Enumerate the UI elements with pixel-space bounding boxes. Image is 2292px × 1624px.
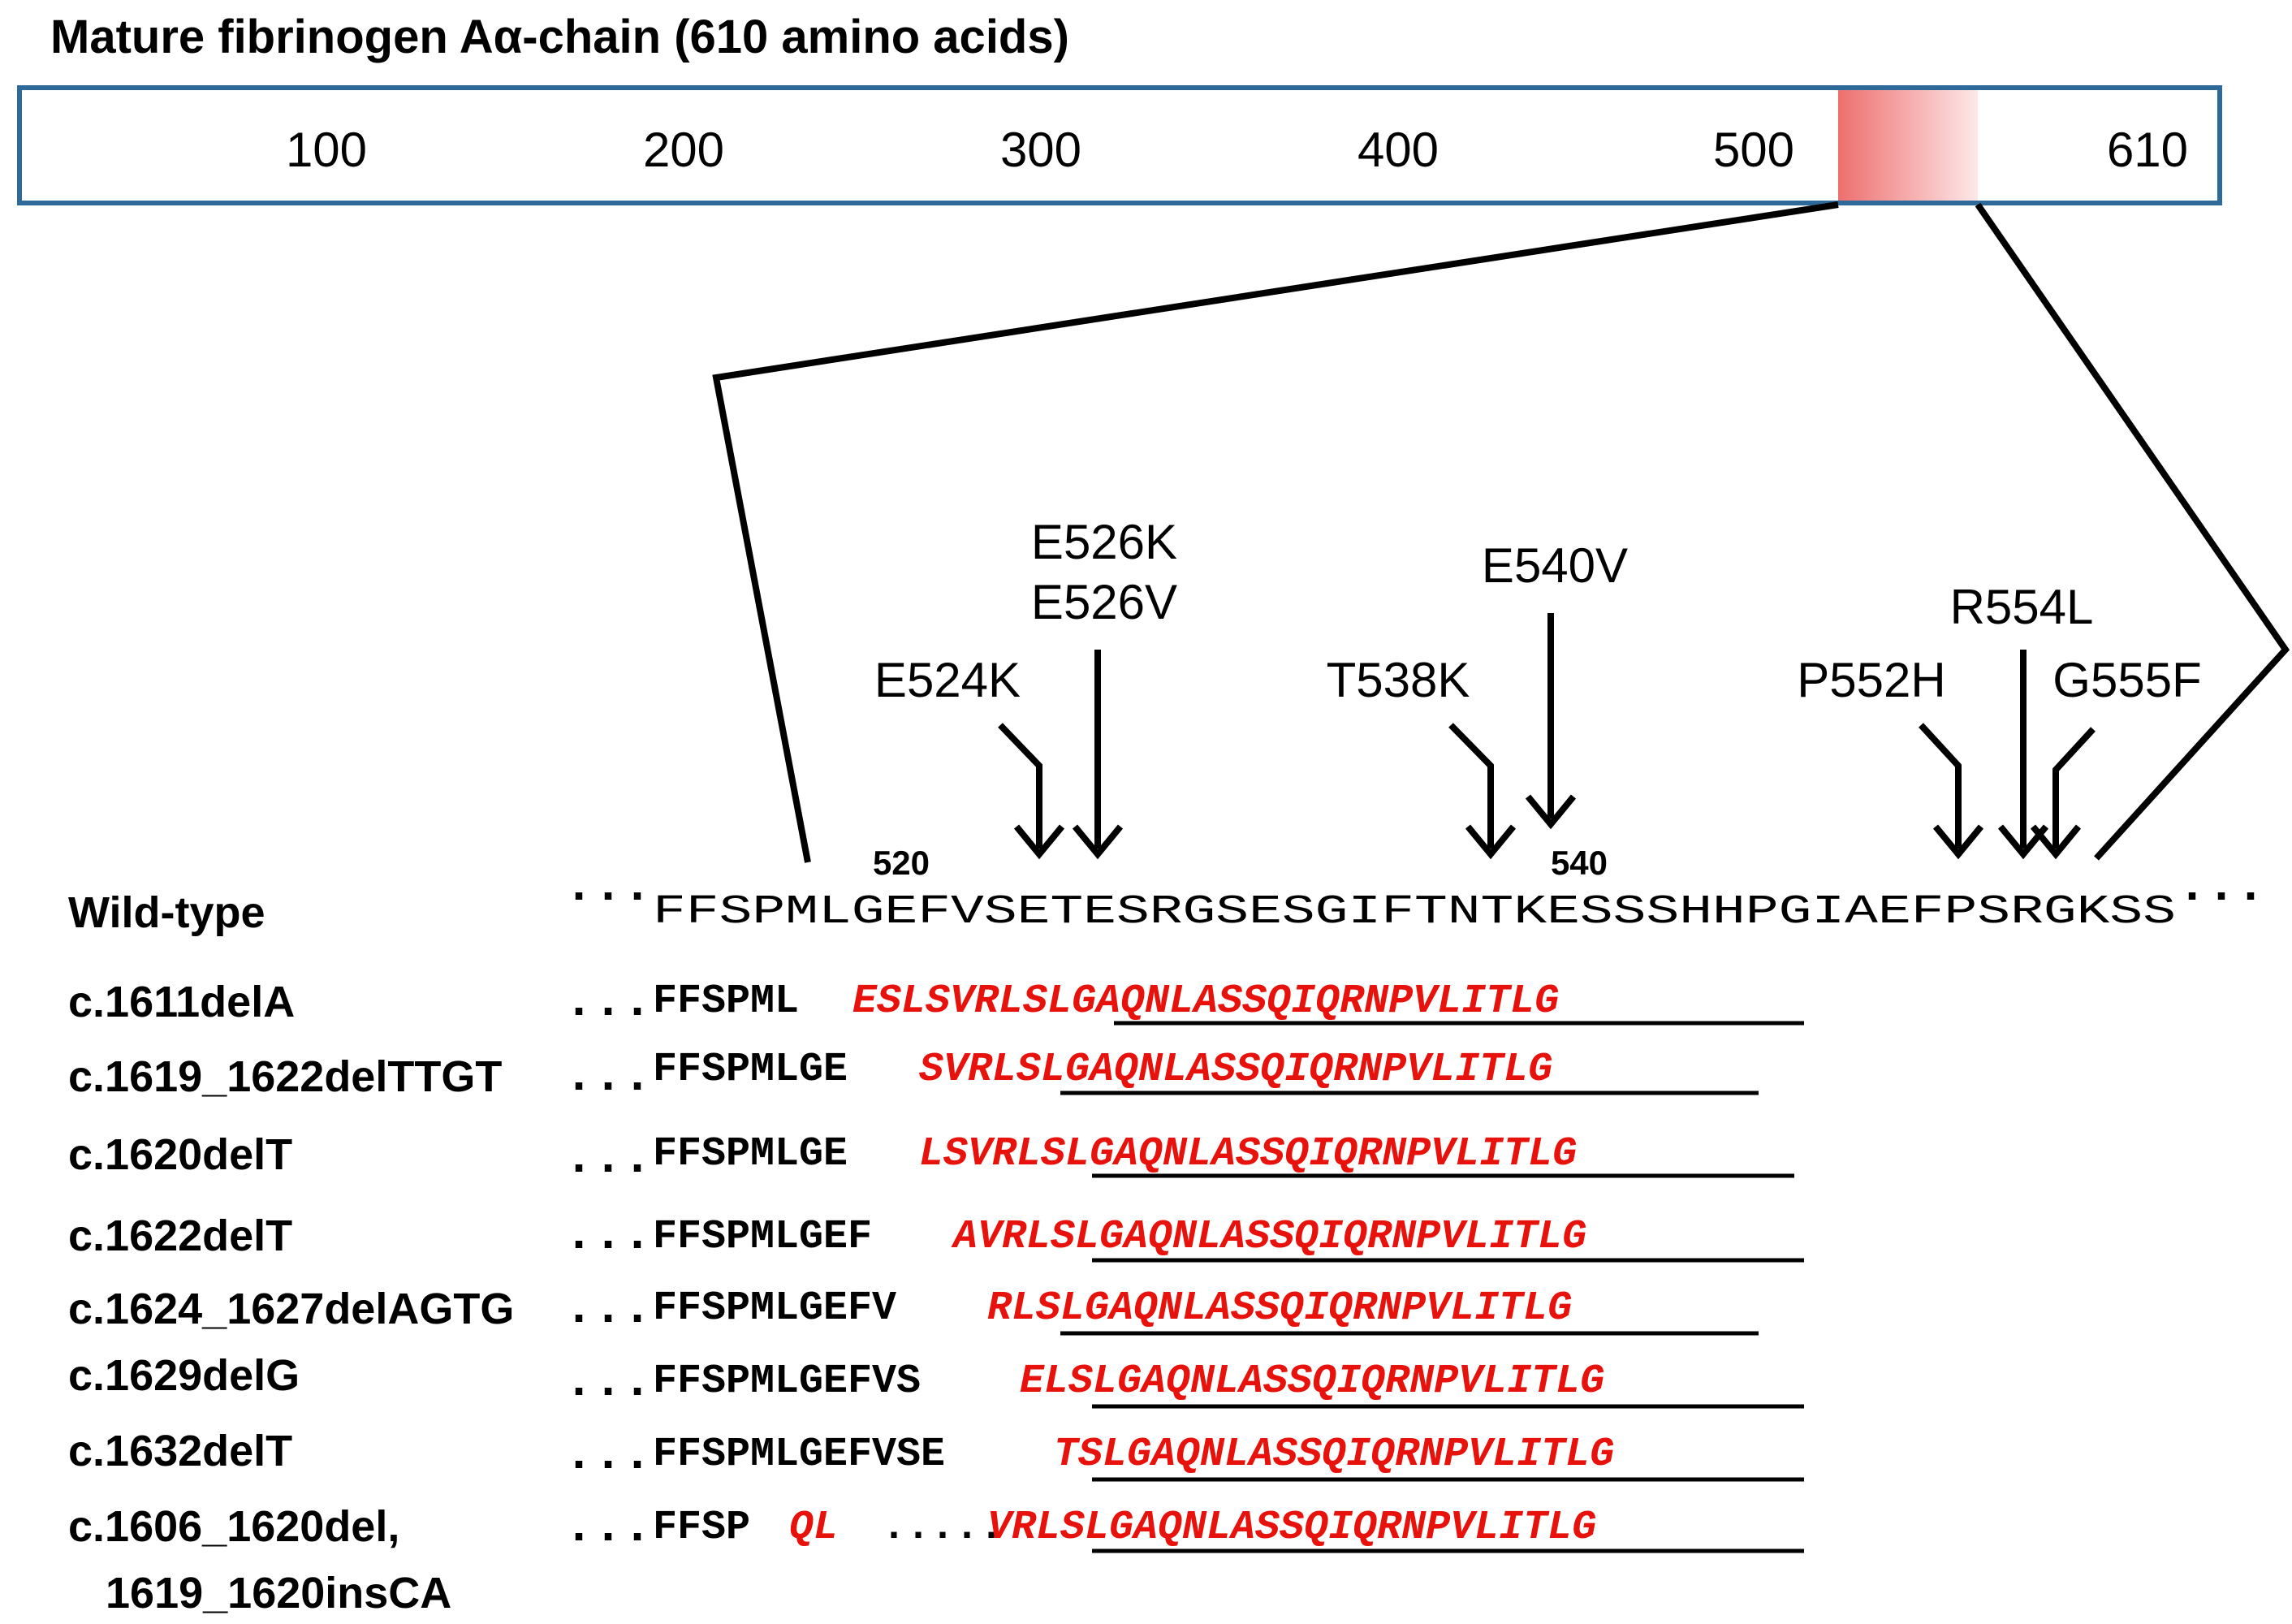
ellipsis-variant-6: ...: [564, 1355, 652, 1410]
wild-type-sequence: FFSPMLGEFVSETESRGSESGIFTNTKESSSHHPGIAEFP…: [653, 889, 2176, 935]
scale-label-400: 400: [1358, 123, 1439, 177]
diagram-title: Mature fibrinogen Aα-chain (610 amino ac…: [50, 11, 1069, 63]
sequence-mutant: AVRLSLGAQNLASSQIQRNPVLITLG: [951, 1214, 1586, 1260]
ellipsis-variant-8: ...: [564, 1501, 652, 1556]
scale-label-100: 100: [286, 123, 367, 177]
ellipsis-variant-7: ...: [564, 1428, 652, 1484]
row-label-variant-2: c.1619_1622delTTGT: [68, 1052, 502, 1101]
arrow-g555f: [2052, 727, 2096, 849]
sequence-mutant: LSVRLSLGAQNLASSQIQRNPVLITLG: [919, 1131, 1577, 1177]
row-label-variant-3: c.1620delT: [68, 1130, 292, 1179]
ellipsis-wild-type-end: ...: [2178, 860, 2265, 915]
arrow-t538k: [1448, 723, 1494, 849]
arrow-head-t538k: [1465, 824, 1517, 860]
mutation-label-e524k: E524K: [874, 653, 1021, 707]
ellipsis-variant-1: ...: [564, 975, 652, 1030]
zoom-line-right: [1975, 202, 2290, 861]
mutation-label-p552h: P552H: [1797, 653, 1945, 707]
arrow-head-g555f: [2030, 824, 2082, 860]
row-label-variant-8-line2: 1619_1620insCA: [106, 1569, 451, 1618]
arrow-head-p552h: [1932, 824, 1984, 860]
sequence-variant-8: FFSP QL.....VRLSLGAQNLASSQIQRNPVLITLG: [653, 1505, 1596, 1551]
arrow-e524k: [998, 723, 1042, 849]
row-label-variant-5: c.1624_1627delAGTG: [68, 1285, 514, 1333]
mutation-label-t538k: T538K: [1327, 653, 1470, 707]
sequence-variant-2: FFSPMLGE SVRLSLGAQNLASSQIQRNPVLITLG: [653, 1047, 1552, 1093]
ellipsis-wild-type: ...: [564, 860, 652, 915]
sequence-mutant: SVRLSLGAQNLASSQIQRNPVLITLG: [919, 1047, 1552, 1093]
sequence-variant-7: FFSPMLGEFVSE TSLGAQNLASSQIQRNPVLITLG: [653, 1432, 1614, 1478]
sequence-normal: FFSPMLGEFVS: [653, 1358, 921, 1405]
sequence-normal: FFSPML: [653, 978, 799, 1025]
scale-label-610: 610: [2107, 123, 2188, 177]
scale-label-200: 200: [643, 123, 724, 177]
arrow-head-e526: [1072, 824, 1124, 860]
row-label-wild-type: Wild-type: [68, 888, 265, 937]
sequence-variant-1: FFSPML ESLSVRLSLGAQNLASSQIQRNPVLITLG: [653, 978, 1559, 1025]
arrow-head-e524k: [1013, 824, 1065, 860]
sequence-variant-6: FFSPMLGEFVS ELSLGAQNLASSQIQRNPVLITLG: [653, 1358, 1604, 1405]
sequence-mutant: TSLGAQNLASSQIQRNPVLITLG: [1054, 1432, 1614, 1478]
mutation-label-e526v: E526V: [1031, 575, 1177, 629]
position-marker-520: 520: [873, 844, 930, 882]
arrow-head-e540v: [1525, 794, 1577, 830]
sequence-normal: FFSPMLGE: [653, 1047, 848, 1093]
sequence-mutant: ESLSVRLSLGAQNLASSQIQRNPVLITLG: [852, 978, 1559, 1025]
arrow-p552h: [1919, 723, 1962, 849]
ellipsis-variant-4: ...: [564, 1208, 652, 1263]
scale-label-500: 500: [1713, 123, 1794, 177]
row-label-variant-4: c.1622delT: [68, 1212, 292, 1260]
row-label-variant-6: c.1629delG: [68, 1351, 300, 1400]
scale-label-300: 300: [1000, 123, 1081, 177]
sequence-variant-3: FFSPMLGE LSVRLSLGAQNLASSQIQRNPVLITLG: [653, 1131, 1577, 1177]
row-label-variant-1: c.1611delA: [68, 978, 295, 1026]
mutation-label-g555f: G555F: [2052, 653, 2201, 707]
mutation-label-r554l: R554L: [1950, 580, 2094, 634]
sequence-variant-4: FFSPMLGEF AVRLSLGAQNLASSQIQRNPVLITLG: [653, 1214, 1586, 1260]
sequence-mutant: ELSLGAQNLASSQIQRNPVLITLG: [1020, 1358, 1604, 1405]
sequence-mutant: RLSLGAQNLASSQIQRNPVLITLG: [987, 1285, 1572, 1332]
row-label-variant-8: c.1606_1620del,: [68, 1502, 399, 1551]
sequence-normal: FFSPMLGE: [653, 1131, 848, 1177]
mutation-label-e540v: E540V: [1482, 538, 1628, 593]
position-marker-540: 540: [1551, 844, 1608, 882]
ellipsis-variant-5: ...: [564, 1282, 652, 1337]
ellipsis-variant-2: ...: [564, 1050, 652, 1105]
sequence-variant-5: FFSPMLGEFV RLSLGAQNLASSQIQRNPVLITLG: [653, 1285, 1572, 1332]
row-label-variant-7: c.1632delT: [68, 1427, 292, 1475]
mutation-label-e526k: E526K: [1031, 515, 1177, 569]
sequence-normal: FFSPMLGEF: [653, 1214, 872, 1260]
sequence-mutant: VRLSLGAQNLASSQIQRNPVLITLG: [987, 1505, 1596, 1551]
zoom-line-left: [712, 201, 1839, 863]
sequence-normal: FFSPMLGEFV: [653, 1285, 896, 1332]
sequence-mutant-insert: QL: [789, 1505, 838, 1551]
sequence-gap-dots: .....: [882, 1505, 1004, 1551]
highlighted-region: [1838, 90, 1978, 201]
ellipsis-variant-3: ...: [564, 1132, 652, 1187]
sequence-normal: FFSP: [653, 1505, 750, 1551]
sequence-normal: FFSPMLGEFVSE: [653, 1432, 945, 1478]
